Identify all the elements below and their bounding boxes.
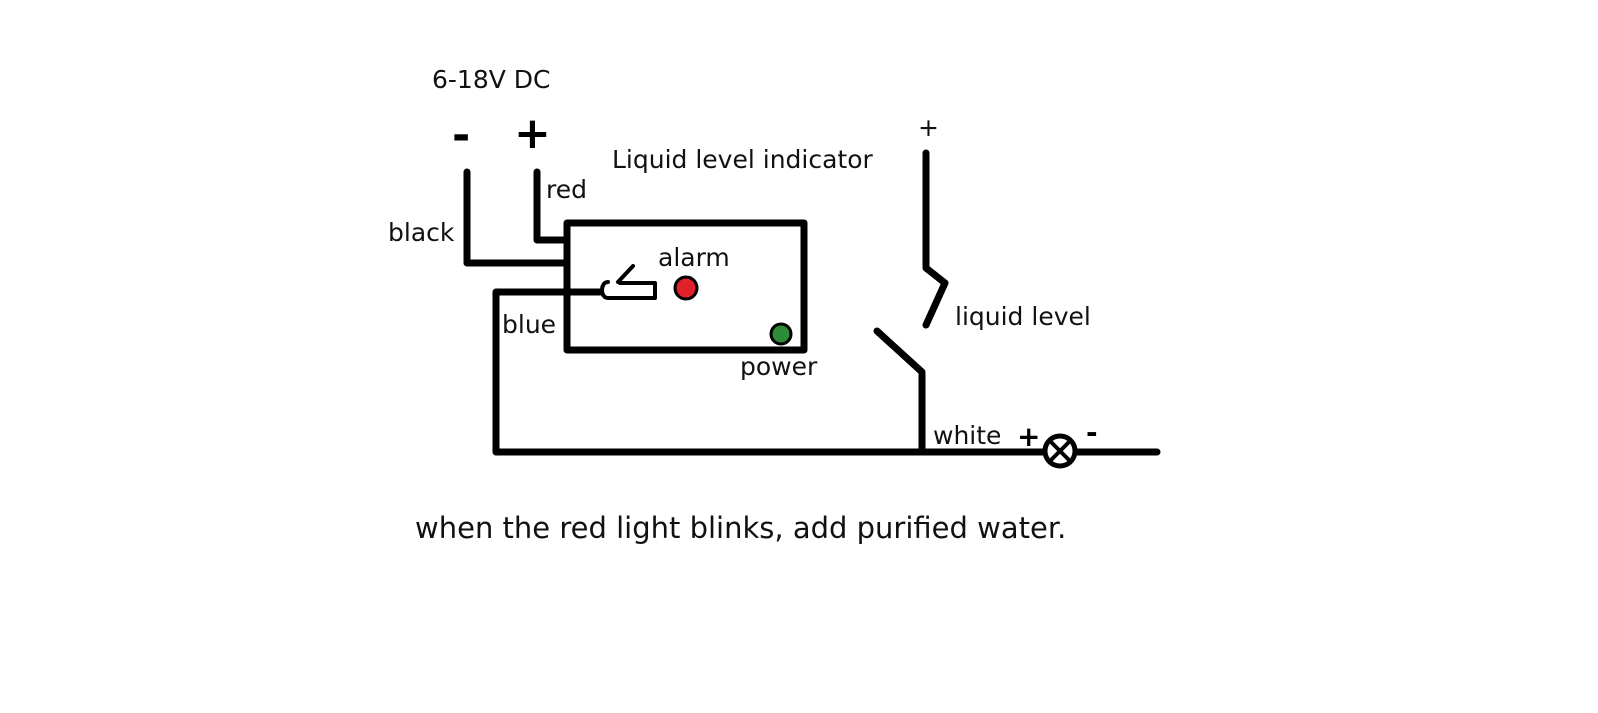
float-switch-lower [873, 327, 926, 456]
white-wire-label: white [933, 421, 1001, 450]
caption-text: when the red light blinks, add purified … [415, 511, 1066, 545]
power-label: power [740, 352, 818, 381]
float-switch-upper [922, 149, 949, 329]
liquid-level-label: liquid level [955, 302, 1091, 331]
indicator-box [563, 219, 808, 354]
black-wire-label: black [388, 218, 455, 247]
blue-wire [492, 288, 1161, 456]
relay-contact [600, 264, 657, 300]
supply-minus-symbol: - [452, 110, 470, 161]
indicator-title: Liquid level indicator [612, 145, 874, 174]
supply-plus-symbol: + [514, 108, 551, 159]
float-plus-symbol: + [918, 113, 939, 142]
power-led [769, 322, 793, 346]
alarm-label: alarm [658, 243, 730, 272]
alarm-led [673, 275, 699, 301]
load-plus-symbol: + [1017, 420, 1040, 453]
lamp-icon [1042, 433, 1078, 469]
red-wire-label: red [546, 175, 587, 204]
blue-wire-label: blue [502, 310, 556, 339]
black-wire [463, 168, 571, 267]
red-wire [533, 168, 571, 244]
supply-voltage-label: 6-18V DC [432, 65, 551, 94]
load-minus-symbol: - [1086, 416, 1098, 449]
